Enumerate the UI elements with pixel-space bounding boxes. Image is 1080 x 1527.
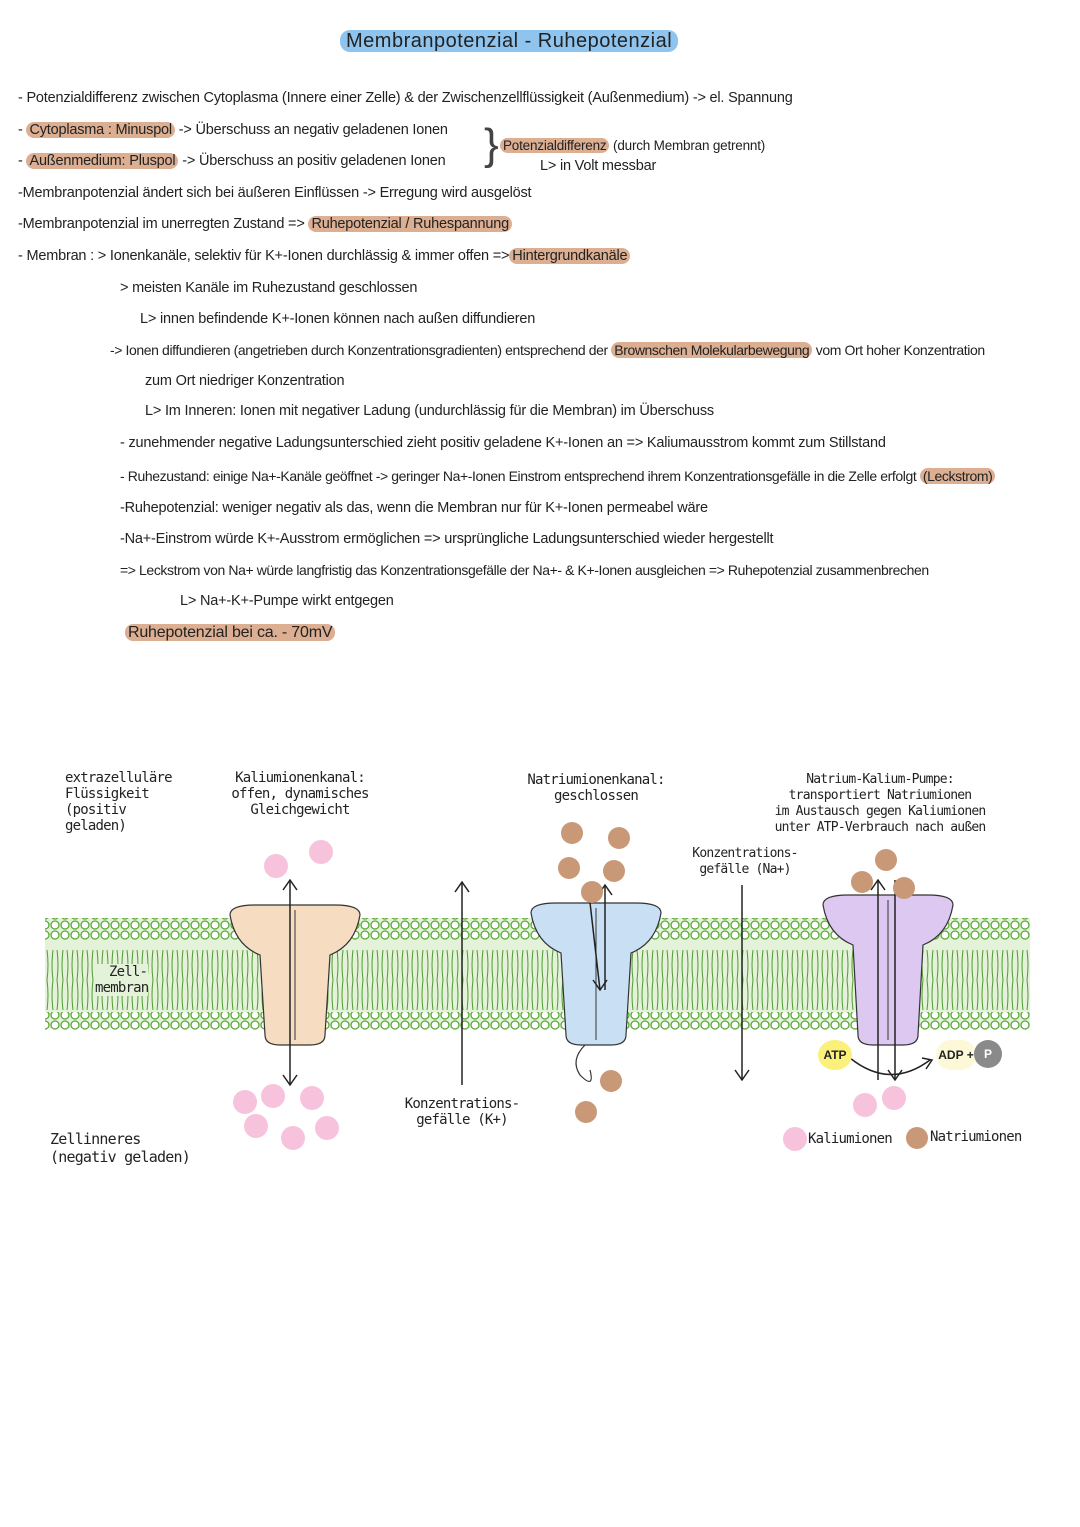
legend-na: Natriumionen	[930, 1129, 1022, 1145]
note-line: - Membran : > Ionenkanäle, selektiv für …	[18, 248, 631, 264]
note-line: -Membranpotenzial ändert sich bei äußere…	[18, 185, 532, 201]
note-line: L> in Volt messbar	[540, 158, 657, 174]
sodium-ion	[581, 881, 603, 903]
potassium-ion	[853, 1093, 877, 1117]
potassium-ion	[264, 854, 288, 878]
sodium-ion	[851, 871, 873, 893]
potassium-ion	[882, 1086, 906, 1110]
label-gradient-na: Konzentrations-gefälle (Na+)	[692, 846, 798, 877]
sodium-ion	[600, 1070, 622, 1092]
sodium-ion	[603, 860, 625, 882]
page-title: Membranpotenzial - Ruhepotenzial	[340, 30, 679, 53]
sodium-ion	[906, 1127, 928, 1149]
potassium-ion	[783, 1127, 807, 1151]
label-membrane: Zell-membran	[95, 964, 149, 996]
note-line: Potenzialdifferenz (durch Membran getren…	[500, 138, 765, 153]
sodium-ion	[608, 827, 630, 849]
note-line: - zunehmender negative Ladungsunterschie…	[120, 435, 886, 451]
sodium-ion	[875, 849, 897, 871]
legend-k: Kaliumionen	[808, 1131, 893, 1147]
note-line: -Membranpotenzial im unerregten Zustand …	[18, 216, 512, 232]
k-flux-arrow-head	[282, 878, 298, 891]
inactivation-gate	[575, 1044, 592, 1082]
note-line: - Außenmedium: Pluspol -> Überschuss an …	[18, 153, 446, 169]
potassium-ion	[309, 840, 333, 864]
k-gradient-arrow-head	[454, 880, 470, 893]
sodium-ion	[561, 822, 583, 844]
potassium-ion	[233, 1090, 257, 1114]
note-line: > meisten Kanäle im Ruhezustand geschlos…	[120, 280, 418, 296]
potassium-ion	[281, 1126, 305, 1150]
adp-badge: ADP +	[936, 1040, 976, 1070]
label-pump: Natrium-Kalium-Pumpe:transportiert Natri…	[774, 772, 987, 835]
potassium-ion	[261, 1084, 285, 1108]
k-flux-arrow-head	[282, 1074, 298, 1087]
sodium-ion	[558, 857, 580, 879]
note-line: L> innen befindende K+-Ionen können nach…	[140, 311, 536, 327]
potassium-ion	[300, 1086, 324, 1110]
atp-hydrolysis-arrow	[849, 1057, 931, 1076]
atp-badge: ATP	[818, 1040, 852, 1070]
phosphate-badge: P	[974, 1040, 1002, 1068]
potassium-ion	[244, 1114, 268, 1138]
note-line: Ruhepotenzial bei ca. - 70mV	[125, 624, 336, 642]
note-line: L> Im Inneren: Ionen mit negativer Ladun…	[145, 403, 714, 419]
label-gradient-k: Konzentrations-gefälle (K+)	[404, 1096, 520, 1128]
brace: }	[484, 120, 499, 169]
note-line: L> Na+-K+-Pumpe wirkt entgegen	[180, 593, 394, 609]
note-line: - Potenzialdifferenz zwischen Cytoplasma…	[18, 90, 793, 106]
note-line: -Ruhepotenzial: weniger negativ als das,…	[120, 500, 708, 516]
note-line: - Ruhezustand: einige Na+-Kanäle geöffne…	[120, 468, 996, 484]
sodium-ion	[893, 877, 915, 899]
potassium-ion	[315, 1116, 339, 1140]
note-line: -Na+-Einstrom würde K+-Ausstrom ermöglic…	[120, 531, 774, 547]
note-line: -> Ionen diffundieren (angetrieben durch…	[110, 342, 985, 358]
pump-na-out-arrow-head	[870, 878, 886, 891]
sodium-ion	[575, 1101, 597, 1123]
note-line: => Leckstrom von Na+ würde langfristig d…	[120, 562, 929, 578]
label-na-channel: Natriumionenkanal:geschlossen	[527, 772, 665, 804]
note-line: zum Ort niedriger Konzentration	[145, 373, 345, 389]
na-gradient-arrow-head	[734, 1069, 750, 1082]
note-line: - Cytoplasma : Minuspol -> Überschuss an…	[18, 122, 448, 138]
atp-hydrolysis-arrow-head	[921, 1057, 934, 1070]
label-intracellular: Zellinneres(negativ geladen)	[50, 1130, 191, 1166]
